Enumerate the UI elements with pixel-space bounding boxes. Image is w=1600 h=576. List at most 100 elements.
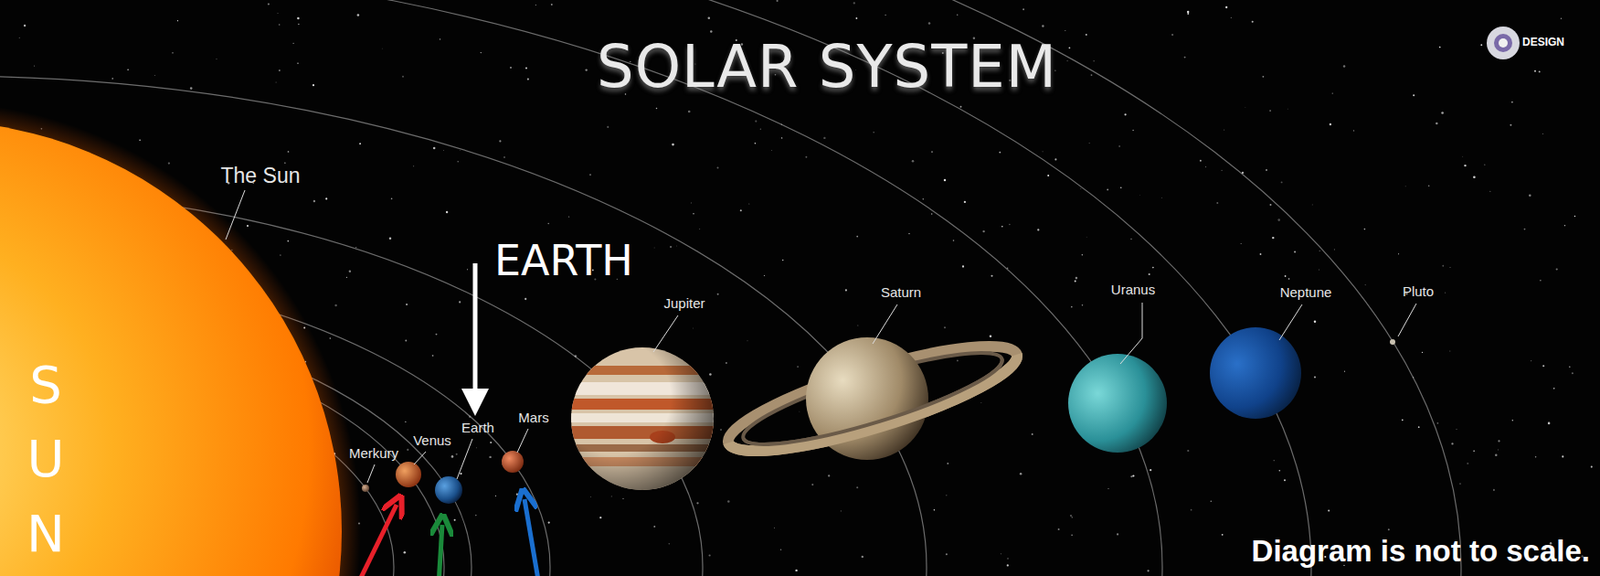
star: [1123, 113, 1126, 116]
star: [1534, 70, 1537, 73]
star: [1008, 223, 1010, 225]
star: [1184, 56, 1187, 59]
star: [1148, 273, 1151, 276]
star: [1210, 500, 1212, 502]
star: [1449, 349, 1452, 352]
sun: [0, 120, 342, 576]
star: [982, 230, 985, 233]
neptune: [1209, 327, 1302, 419]
star: [811, 483, 814, 486]
leader-line: [413, 451, 426, 465]
star: [1459, 482, 1462, 485]
star: [525, 67, 528, 70]
star: [960, 105, 963, 108]
star: [1081, 254, 1083, 255]
star: [1571, 371, 1574, 374]
star: [278, 23, 281, 26]
star: [1489, 190, 1492, 192]
star: [668, 542, 671, 545]
star: [349, 269, 351, 272]
star: [1512, 419, 1514, 421]
star: [489, 441, 492, 444]
star: [1239, 243, 1242, 245]
leader-line: [872, 304, 898, 344]
star: [1493, 488, 1495, 491]
star: [443, 149, 446, 152]
star: [1000, 552, 1002, 554]
star: [329, 337, 331, 339]
star: [1574, 215, 1576, 217]
star: [1539, 279, 1542, 282]
star: [922, 198, 925, 201]
star: [676, 244, 679, 247]
star: [23, 24, 26, 27]
star: [953, 239, 955, 242]
star: [1466, 462, 1469, 465]
saturn: [720, 326, 1026, 471]
star: [313, 200, 316, 202]
star: [1439, 46, 1442, 49]
sun-label: The Sun: [221, 163, 301, 188]
star: [524, 297, 527, 300]
star: [1261, 75, 1264, 78]
star: [1085, 33, 1088, 36]
star: [840, 509, 842, 511]
star: [359, 142, 361, 145]
star: [1528, 194, 1532, 198]
star: [1075, 276, 1079, 280]
star: [590, 496, 593, 499]
star: [476, 446, 477, 448]
star: [1130, 475, 1133, 477]
star: [439, 38, 441, 40]
star: [1132, 474, 1134, 477]
star: [1190, 508, 1193, 511]
star: [1435, 122, 1439, 126]
star: [503, 156, 505, 158]
star: [1186, 12, 1189, 15]
star: [1064, 30, 1066, 32]
star: [692, 212, 694, 214]
star: [853, 1, 856, 4]
pointer-arrow: [438, 524, 443, 576]
star: [708, 553, 710, 556]
star: [911, 159, 915, 163]
star: [1146, 569, 1149, 572]
star: [1334, 248, 1336, 250]
planet-label: Venus: [413, 432, 452, 448]
star: [1041, 24, 1044, 27]
venus: [395, 461, 422, 488]
star: [1313, 376, 1316, 379]
star: [928, 21, 932, 25]
uranus: [1068, 353, 1167, 453]
star: [696, 501, 699, 504]
star: [1441, 111, 1444, 115]
star: [1497, 439, 1500, 442]
earth: [434, 476, 463, 504]
star: [1244, 106, 1247, 109]
star: [1281, 180, 1283, 183]
pointer-arrow: [357, 504, 397, 576]
star: [709, 372, 712, 376]
star: [18, 36, 21, 39]
star: [154, 74, 156, 76]
star: [405, 303, 408, 306]
star: [1037, 228, 1039, 231]
star: [402, 75, 404, 78]
star: [1022, 8, 1025, 11]
leader-line: [456, 438, 473, 479]
star: [962, 264, 965, 267]
star: [297, 23, 299, 25]
star: [653, 246, 656, 249]
star: [1085, 235, 1088, 238]
star: [404, 421, 406, 423]
planets: [361, 326, 1396, 504]
star: [267, 2, 270, 5]
pluto: [1389, 339, 1396, 345]
star: [1509, 124, 1512, 127]
star: [548, 521, 551, 524]
star: [498, 139, 501, 142]
star: [1451, 442, 1453, 445]
star: [215, 58, 217, 60]
star: [276, 12, 279, 15]
